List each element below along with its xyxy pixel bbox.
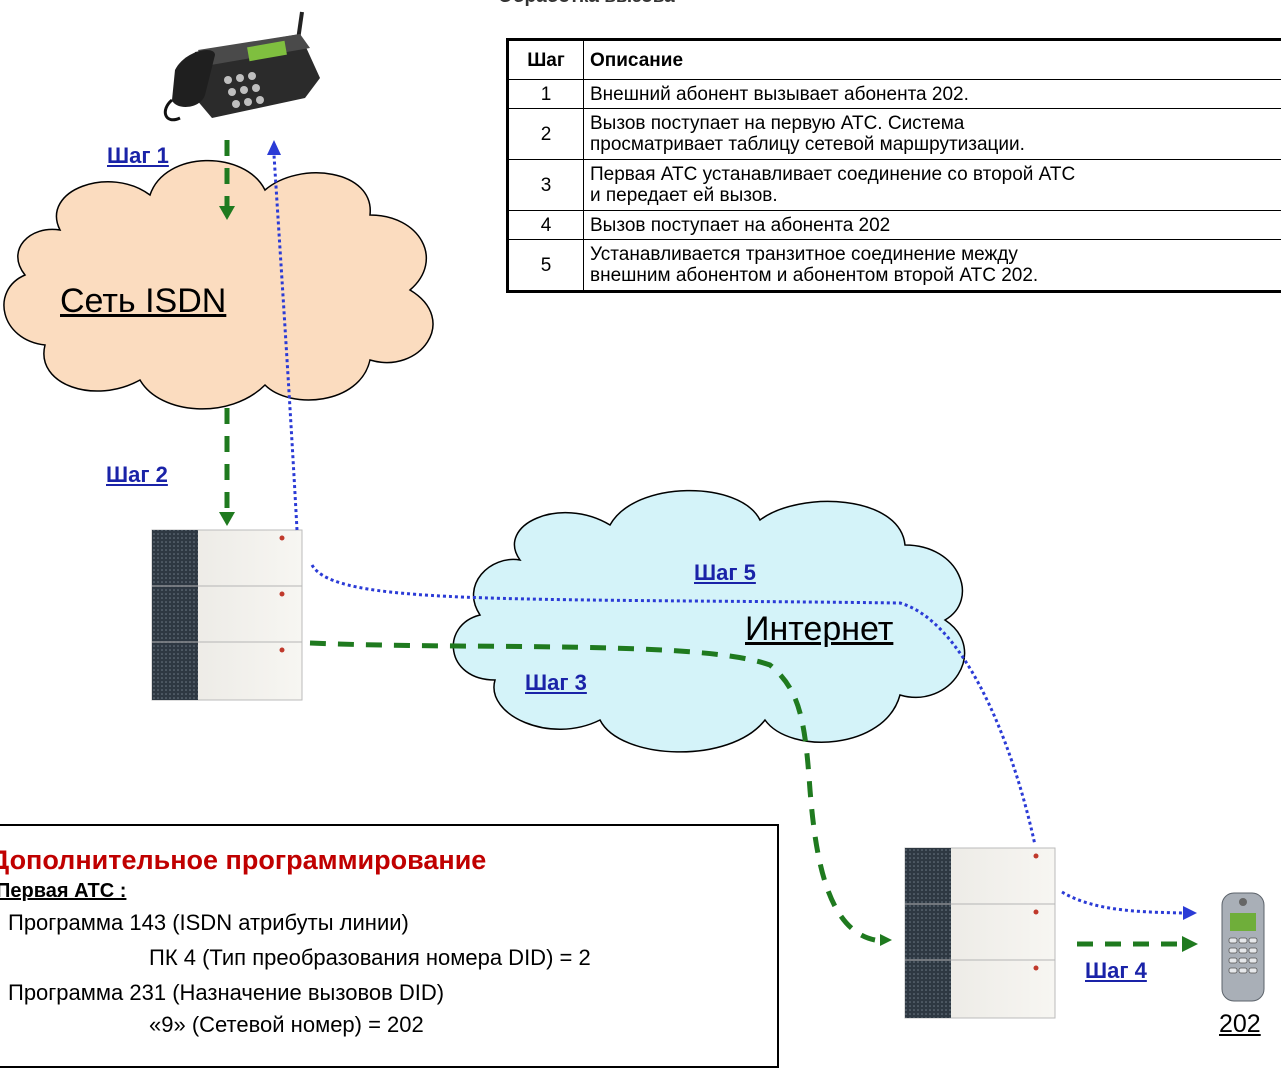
step-number: 3 — [508, 160, 584, 211]
programming-subtitle: Первая АТС : — [0, 880, 126, 903]
diagram-title: Обработка вызова — [498, 0, 675, 8]
steps-table: Шаг Описание 1 Внешний абонент вызывает … — [506, 38, 1281, 293]
desc-line: Первая АТС устанавливает соединение со в… — [590, 164, 1075, 185]
desc-line: и передает ей вызов. — [590, 185, 778, 206]
step-2-link[interactable]: Шаг 2 — [106, 462, 168, 488]
step-description: Устанавливается транзитное соединение ме… — [584, 240, 1281, 292]
programming-line: Программа 231 (Назначение вызовов DID) — [8, 980, 444, 1006]
step-4-link[interactable]: Шаг 4 — [1085, 958, 1147, 984]
desc-line: внешним абонентом и абонентом второй АТС… — [590, 265, 1038, 286]
step-number: 4 — [508, 211, 584, 240]
desc-line: просматривает таблицу сетевой маршрутиза… — [590, 134, 1025, 155]
programming-line: Программа 143 (ISDN атрибуты линии) — [8, 910, 409, 936]
handset-202-icon — [1222, 893, 1264, 1001]
step-3-link[interactable]: Шаг 3 — [525, 670, 587, 696]
step-1-link[interactable]: Шаг 1 — [107, 143, 169, 169]
desk-phone-icon — [165, 12, 320, 120]
pbx-2-icon — [905, 848, 1055, 1018]
pbx-1-icon — [152, 530, 302, 700]
internet-cloud-label: Интернет — [745, 610, 893, 649]
table-row: 5 Устанавливается транзитное соединение … — [508, 240, 1281, 292]
isdn-cloud-label: Сеть ISDN — [60, 282, 226, 321]
step-number: 2 — [508, 109, 584, 160]
header-description: Описание — [584, 40, 1281, 80]
step-5-link[interactable]: Шаг 5 — [694, 560, 756, 586]
programming-title: Дополнительное программирование — [0, 845, 486, 876]
table-row: 2 Вызов поступает на первую АТС. Система… — [508, 109, 1281, 160]
step-description: Вызов поступает на абонента 202 — [584, 211, 1281, 240]
header-step: Шаг — [508, 40, 584, 80]
step-description: Внешний абонент вызывает абонента 202. — [584, 80, 1281, 109]
step-description: Первая АТС устанавливает соединение со в… — [584, 160, 1281, 211]
table-row: 3 Первая АТС устанавливает соединение со… — [508, 160, 1281, 211]
desc-line: Вызов поступает на первую АТС. Система — [590, 113, 964, 134]
desc-line: Устанавливается транзитное соединение ме… — [590, 244, 1018, 265]
table-row: 4 Вызов поступает на абонента 202 — [508, 211, 1281, 240]
programming-line: ПК 4 (Тип преобразования номера DID) = 2 — [149, 945, 591, 971]
table-row: 1 Внешний абонент вызывает абонента 202. — [508, 80, 1281, 109]
programming-line: «9» (Сетевой номер) = 202 — [149, 1012, 424, 1038]
step-number: 5 — [508, 240, 584, 292]
step-number: 1 — [508, 80, 584, 109]
table-header-row: Шаг Описание — [508, 40, 1281, 80]
extension-202-label: 202 — [1219, 1010, 1261, 1039]
